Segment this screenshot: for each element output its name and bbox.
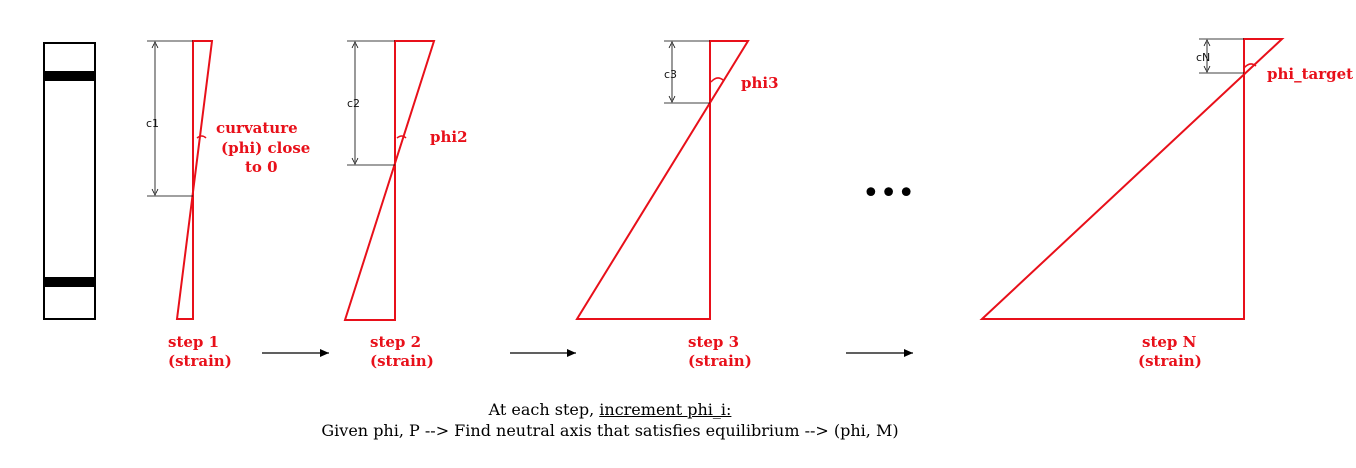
step-n-diagram: cN phi_target step N (strain)	[979, 38, 1353, 370]
c1-dimension-label: c1	[146, 117, 159, 130]
step-3-sub: (strain)	[688, 352, 752, 370]
column-cross-section	[43, 42, 96, 320]
step-2-diagram: c2 phi2 step 2 (strain)	[343, 40, 468, 370]
c2-dimension-label: c2	[347, 97, 360, 110]
phi2-label: phi2	[430, 128, 468, 146]
step-2-label: step 2	[370, 333, 421, 351]
step-n-sub: (strain)	[1138, 352, 1202, 370]
step-1-diagram: c1 curvature (phi) close to 0 step 1 (st…	[146, 40, 310, 370]
curvature-label-line3: to 0	[245, 158, 278, 176]
step-1-sub: (strain)	[168, 352, 232, 370]
curvature-label-line2: (phi) close	[221, 139, 310, 157]
c3-dimension-label: c3	[664, 68, 677, 81]
step-3-label: step 3	[688, 333, 739, 351]
caption-line-2: Given phi, P --> Find neutral axis that …	[321, 421, 899, 440]
step-1-label: step 1	[168, 333, 219, 351]
top-rebar	[44, 71, 95, 81]
step-n-label: step N	[1142, 333, 1197, 351]
ellipsis: •••	[862, 176, 915, 211]
step-2-sub: (strain)	[370, 352, 434, 370]
caption-line-1-prefix: At each step,	[488, 400, 600, 419]
cN-dimension-label: cN	[1196, 51, 1210, 64]
caption-line-1: At each step, increment phi_i:	[0, 400, 1220, 419]
step-3-diagram: c3 phi3 step 3 (strain)	[575, 40, 779, 370]
caption-line-1-underlined: increment phi_i:	[599, 400, 732, 419]
phi3-label: phi3	[741, 74, 779, 92]
bottom-rebar	[44, 277, 95, 287]
phi-target-label: phi_target	[1267, 65, 1353, 83]
curvature-label-line1: curvature	[216, 119, 298, 137]
